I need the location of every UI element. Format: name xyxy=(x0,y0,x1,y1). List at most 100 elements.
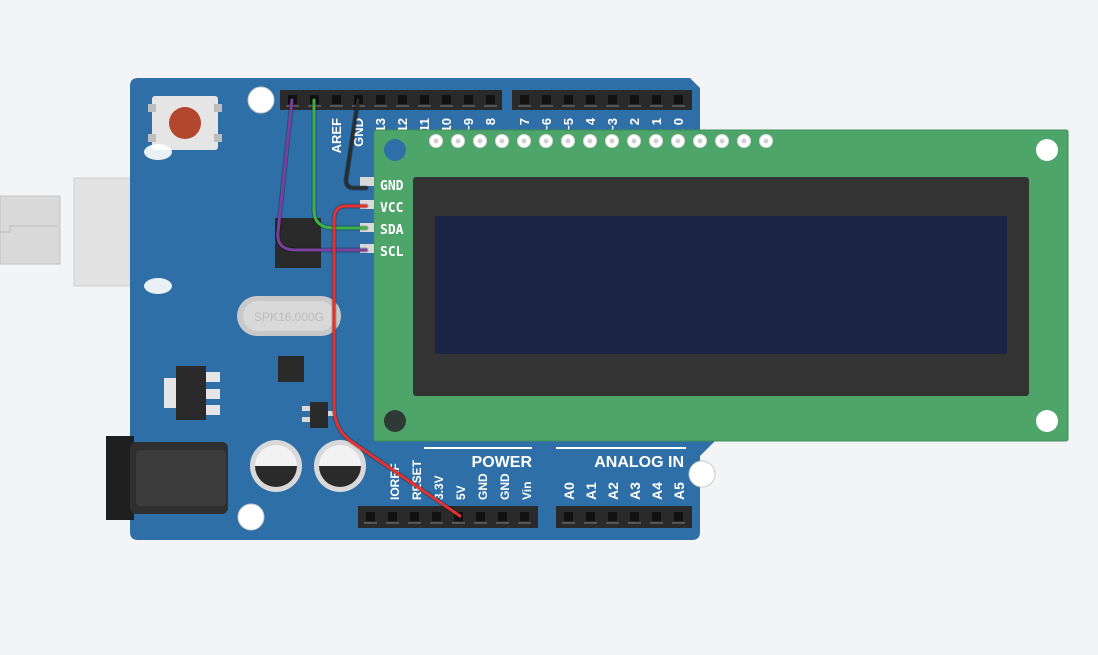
digital-pin[interactable] xyxy=(542,95,551,104)
lcd-pad-hole xyxy=(433,138,439,144)
power-pin-shadow xyxy=(430,522,443,524)
digital-pin[interactable] xyxy=(520,95,529,104)
analog-pin[interactable] xyxy=(608,512,617,521)
lcd-pad-hole xyxy=(565,138,571,144)
digital-pin-shadow xyxy=(396,105,409,107)
power-pin[interactable] xyxy=(520,512,529,521)
power-pin-label: Vin xyxy=(520,482,534,500)
digital-pin[interactable] xyxy=(608,95,617,104)
digital-pin-label: ~3 xyxy=(605,118,620,133)
power-pin[interactable] xyxy=(498,512,507,521)
digital-pin[interactable] xyxy=(652,95,661,104)
lcd-screen xyxy=(435,216,1007,354)
digital-pin[interactable] xyxy=(376,95,385,104)
lcd-pin-label-vcc: VCC xyxy=(380,201,403,216)
power-pin-header[interactable] xyxy=(358,506,538,528)
lcd-mounting-hole xyxy=(1036,410,1058,432)
usb-interface-chip xyxy=(275,218,321,268)
power-pin-label: 5V xyxy=(454,485,468,500)
digital-pin-shadow xyxy=(418,105,431,107)
digital-pin-shadow xyxy=(672,105,685,107)
wires[interactable] xyxy=(275,97,463,519)
analog-pin-shadow xyxy=(562,522,575,524)
digital-pin-label: 13 xyxy=(373,118,388,132)
digital-pin[interactable] xyxy=(564,95,573,104)
power-pin[interactable] xyxy=(410,512,419,521)
digital-pin-shadow xyxy=(628,105,641,107)
crystal-oscillator: SPK16.000G xyxy=(237,296,341,336)
power-pin-label: 3.3V xyxy=(432,475,446,500)
digital-pin-shadow xyxy=(518,105,531,107)
digital-pin-label: 12 xyxy=(395,118,410,132)
lcd-parallel-pads xyxy=(429,134,773,148)
dc-power-jack[interactable] xyxy=(106,436,228,520)
lcd-pad-hole xyxy=(609,138,615,144)
digital-pin-shadow xyxy=(330,105,343,107)
analog-pin-label: A1 xyxy=(583,482,599,500)
power-pin-label: GND xyxy=(476,473,490,500)
power-pin-shadow xyxy=(386,522,399,524)
power-pin-label: RESET xyxy=(410,459,424,500)
lcd-pin-scl[interactable] xyxy=(360,244,374,253)
lcd-pin-label-gnd: GND xyxy=(380,179,404,194)
lcd-pin-vcc[interactable] xyxy=(360,200,374,209)
lcd-pad-hole xyxy=(455,138,461,144)
voltage-regulator xyxy=(164,366,220,420)
power-pin[interactable] xyxy=(476,512,485,521)
lcd-16x2-i2c-module[interactable]: GND VCC SDA SCL xyxy=(360,129,1069,442)
digital-pin-label: 8 xyxy=(483,118,498,125)
digital-pin[interactable] xyxy=(420,95,429,104)
power-pin-shadow xyxy=(452,522,465,524)
analog-pin-label: A3 xyxy=(627,482,643,500)
digital-pin[interactable] xyxy=(398,95,407,104)
power-pin-shadow xyxy=(408,522,421,524)
lcd-pad-hole xyxy=(741,138,747,144)
lcd-mounting-hole xyxy=(1036,139,1058,161)
digital-pin-shadow xyxy=(650,105,663,107)
analog-pin[interactable] xyxy=(630,512,639,521)
digital-pin-header[interactable] xyxy=(280,90,692,110)
analog-pin-shadow xyxy=(672,522,685,524)
lcd-pad-hole xyxy=(631,138,637,144)
wire-gnd[interactable] xyxy=(344,98,368,190)
small-chip xyxy=(278,356,304,382)
lcd-pad-hole xyxy=(653,138,659,144)
lcd-pad-hole xyxy=(719,138,725,144)
power-pin-shadow xyxy=(364,522,377,524)
digital-pin[interactable] xyxy=(464,95,473,104)
power-pin-label: GND xyxy=(498,473,512,500)
power-pin[interactable] xyxy=(432,512,441,521)
wire-scl[interactable] xyxy=(276,98,368,252)
digital-pin-label: ~5 xyxy=(561,118,576,133)
lcd-pad-hole xyxy=(543,138,549,144)
wire-vcc-5v[interactable] xyxy=(332,204,462,518)
analog-pin-label: A0 xyxy=(561,482,577,500)
digital-pin[interactable] xyxy=(442,95,451,104)
digital-pin[interactable] xyxy=(630,95,639,104)
digital-pin-shadow xyxy=(440,105,453,107)
lcd-pin-label-scl: SCL xyxy=(380,245,404,260)
lcd-pad-hole xyxy=(763,138,769,144)
lcd-i2c-pins[interactable]: GND VCC SDA SCL xyxy=(360,177,404,260)
digital-pin[interactable] xyxy=(486,95,495,104)
analog-pin[interactable] xyxy=(674,512,683,521)
digital-pin-shadow xyxy=(484,105,497,107)
reset-button[interactable] xyxy=(148,96,222,150)
analog-pin[interactable] xyxy=(652,512,661,521)
analog-pin[interactable] xyxy=(564,512,573,521)
analog-pin-header[interactable] xyxy=(556,506,692,528)
analog-pin[interactable] xyxy=(586,512,595,521)
digital-pin[interactable] xyxy=(674,95,683,104)
power-pin[interactable] xyxy=(388,512,397,521)
digital-pin[interactable] xyxy=(586,95,595,104)
digital-pin-label: AREF xyxy=(329,118,344,153)
analog-pin-shadow xyxy=(628,522,641,524)
lcd-pin-gnd[interactable] xyxy=(360,177,374,186)
lcd-pad-hole xyxy=(521,138,527,144)
digital-pin[interactable] xyxy=(332,95,341,104)
digital-pin-label: 4 xyxy=(583,117,598,125)
power-pin[interactable] xyxy=(366,512,375,521)
mounting-hole xyxy=(237,503,265,531)
digital-pin-shadow xyxy=(606,105,619,107)
